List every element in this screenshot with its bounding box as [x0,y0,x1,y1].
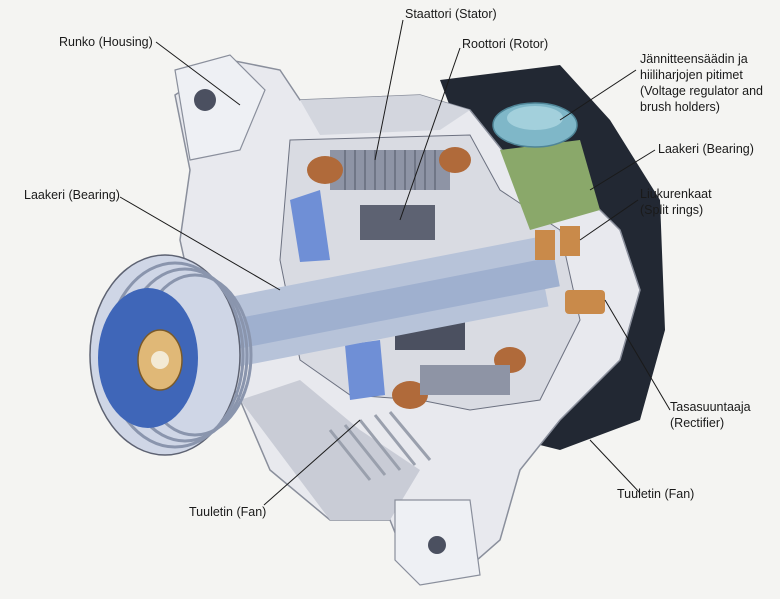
label-housing: Runko (Housing) [59,35,153,49]
front-fan-blade-top [290,190,330,262]
regulator-cap-top [507,106,563,130]
stator-top [330,150,450,190]
label-split-rings: Liukurenkaat (Split rings) [640,187,712,217]
leader-rectifier [604,299,671,411]
leader-lines [119,19,671,506]
mount-hole-bottom [428,536,446,554]
leader-fan-rear [589,439,641,494]
label-rotor: Roottori (Rotor) [462,37,549,51]
label-fan-rear: Tuuletin (Fan) [617,487,695,501]
leader-regulator [559,69,637,121]
leader-stator [374,19,404,161]
label-bearing-right: Laakeri (Bearing) [658,142,754,156]
split-ring-2 [560,226,580,256]
housing-top-shade [300,95,470,135]
shaft-core [230,256,560,350]
regulator-body [500,140,600,230]
winding-top-left [307,156,343,184]
split-ring-1 [535,230,555,260]
label-bearing-left: Laakeri (Bearing) [24,188,120,202]
label-stator: Staattori (Stator) [405,7,497,21]
front-fan-blade-bottom [345,340,385,400]
leader-rotor [399,47,461,221]
rotor-pole-top [360,205,435,240]
leader-housing [155,41,241,106]
leader-bearing-left [119,196,281,291]
label-fan-front: Tuuletin (Fan) [189,505,267,519]
leader-bearing-right [589,149,656,191]
label-regulator: Jännitteensäädin ja hiiliharjojen pitime… [640,52,764,114]
label-rectifier: Tasasuuntaaja (Rectifier) [670,400,751,430]
pulley-nut [151,351,169,369]
front-fan-fins [328,411,432,481]
mounting-ear-top [174,54,266,161]
leader-fan-front [263,419,361,506]
winding-top-right [439,147,471,173]
stator-laminations-top [344,150,436,190]
winding-bottom-left [392,381,428,409]
stator-bottom [420,365,510,395]
housing-shade [240,380,420,520]
leader-split-rings [579,199,639,241]
rectifier-terminal [565,290,605,314]
mount-hole-top [194,89,216,111]
